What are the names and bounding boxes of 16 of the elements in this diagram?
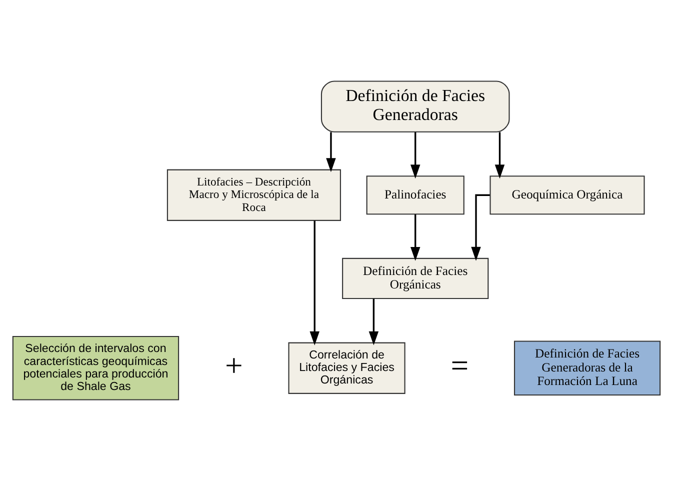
node-box: Palinofacies (366, 176, 464, 215)
node-box: Definición de Facies Orgánicas (342, 258, 489, 300)
node-box: Correlación de Litofacies y Facies Orgánicas (288, 342, 406, 394)
arrow (310, 220, 320, 346)
node-box: Litofacies – Descripción Macro y Microscópica de la Roca (166, 169, 341, 221)
arrow (410, 214, 420, 261)
arrow (494, 132, 505, 179)
node-box: Geoquímica Orgánica (490, 176, 645, 215)
arrow (368, 298, 379, 346)
arrow (410, 132, 420, 179)
arrow (326, 132, 336, 172)
node-box: Definición de Facies Generadoras (320, 80, 510, 132)
node-box: Selección de intervalos con características geoquímicas potenciales para producción de Shale Gas (12, 336, 180, 400)
node-box: Definición de Facies Generadoras de la Formación La Luna (514, 340, 661, 396)
label: + (224, 348, 243, 384)
label: = (450, 348, 469, 384)
